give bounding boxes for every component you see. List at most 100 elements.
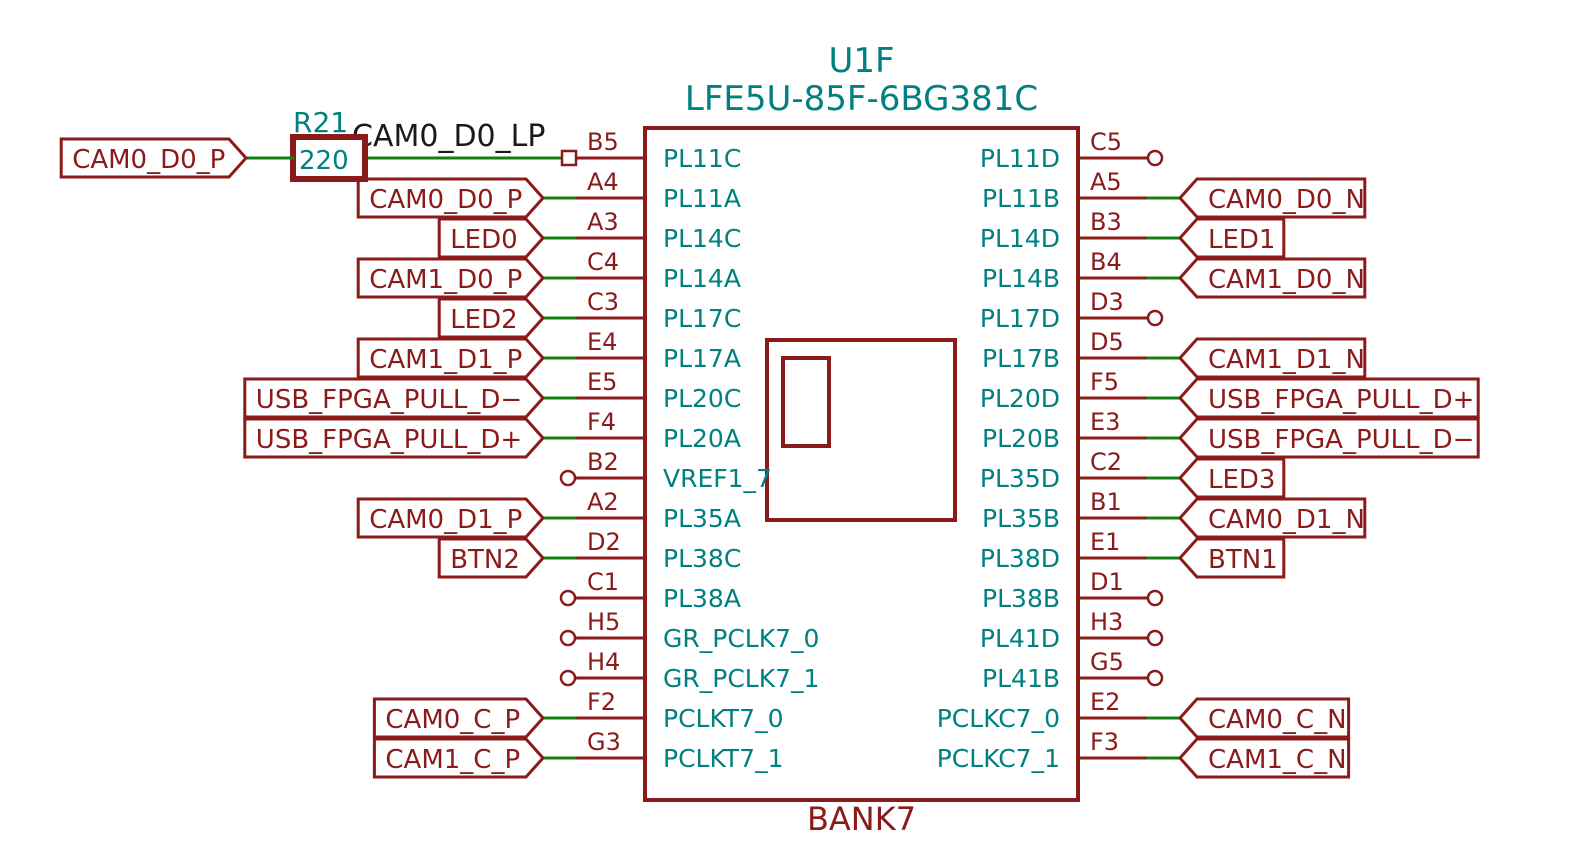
net-label-right-C2-text[interactable]: LED3 bbox=[1208, 465, 1275, 495]
pin-number-B2[interactable]: B2 bbox=[587, 448, 619, 476]
no-connect-H4[interactable] bbox=[559, 669, 577, 687]
pin-name-PL11C[interactable]: PL11C bbox=[663, 144, 741, 173]
pin-name-PL17A[interactable]: PL17A bbox=[663, 344, 741, 373]
net-label-left-C3[interactable] bbox=[437, 297, 546, 339]
pin-number-D2[interactable]: D2 bbox=[587, 528, 621, 556]
net-label-right-E2[interactable] bbox=[1177, 697, 1351, 739]
pin-name-PL41B[interactable]: PL41B bbox=[982, 664, 1060, 693]
net-label-left-A3-text[interactable]: LED0 bbox=[450, 225, 517, 255]
net-label-right-E1[interactable] bbox=[1177, 537, 1286, 579]
pin-number-B1[interactable]: B1 bbox=[1090, 488, 1122, 516]
net-label-left-F4-text[interactable]: USB_FPGA_PULL_D+ bbox=[256, 425, 522, 455]
pin-name-PL17C[interactable]: PL17C bbox=[663, 304, 741, 333]
chip-inner-outline[interactable] bbox=[765, 338, 957, 522]
pin-number-C3[interactable]: C3 bbox=[587, 288, 619, 316]
no-connect-G5[interactable] bbox=[1146, 669, 1164, 687]
resistor-r21-value[interactable]: 220 bbox=[299, 146, 349, 176]
net-label-left-E5[interactable] bbox=[243, 377, 546, 419]
net-label-left-A2-text[interactable]: CAM0_D1_P bbox=[369, 505, 522, 535]
pin-name-PL14C[interactable]: PL14C bbox=[663, 224, 741, 253]
pin-number-A3[interactable]: A3 bbox=[587, 208, 619, 236]
net-label-left-A4-text[interactable]: CAM0_D0_P bbox=[369, 185, 522, 215]
pin-number-H3[interactable]: H3 bbox=[1090, 608, 1123, 636]
net-label-left-F2[interactable] bbox=[372, 697, 546, 739]
pin-number-C1[interactable]: C1 bbox=[587, 568, 619, 596]
net-label-right-F3-text[interactable]: CAM1_C_N bbox=[1208, 745, 1347, 775]
pin-name-PL38A[interactable]: PL38A bbox=[663, 584, 741, 613]
no-connect-C5[interactable] bbox=[1146, 149, 1164, 167]
pin-name-PL17D[interactable]: PL17D bbox=[980, 304, 1060, 333]
net-label-left-D2-text[interactable]: BTN2 bbox=[450, 545, 520, 575]
pin-number-E4[interactable]: E4 bbox=[587, 328, 617, 356]
net-label-left-far-B5[interactable] bbox=[59, 137, 249, 179]
pin-number-G5[interactable]: G5 bbox=[1090, 648, 1124, 676]
net-label-right-A5-text[interactable]: CAM0_D0_N bbox=[1208, 185, 1365, 215]
pin-name-PL11D[interactable]: PL11D bbox=[980, 144, 1060, 173]
pin-name-PL35A[interactable]: PL35A bbox=[663, 504, 741, 533]
net-label-right-B3-text[interactable]: LED1 bbox=[1208, 225, 1275, 255]
pin-name-PL14D[interactable]: PL14D bbox=[980, 224, 1060, 253]
pin-name-PL38D[interactable]: PL38D bbox=[980, 544, 1060, 573]
pin-number-D3[interactable]: D3 bbox=[1090, 288, 1124, 316]
pin-number-F4[interactable]: F4 bbox=[587, 408, 616, 436]
net-label-left-F4[interactable] bbox=[243, 417, 546, 459]
pin-name-PL38B[interactable]: PL38B bbox=[982, 584, 1060, 613]
pin-name-PCLKC7_0[interactable]: PCLKC7_0 bbox=[937, 704, 1060, 733]
pin-name-PL38C[interactable]: PL38C bbox=[663, 544, 741, 573]
net-label-right-B4[interactable] bbox=[1177, 257, 1367, 299]
net-label-left-G3[interactable] bbox=[372, 737, 546, 779]
net-label-right-B1-text[interactable]: CAM0_D1_N bbox=[1208, 505, 1365, 535]
net-label-right-E3-text[interactable]: USB_FPGA_PULL_D− bbox=[1208, 425, 1474, 455]
net-label-left-F2-text[interactable]: CAM0_C_P bbox=[385, 705, 520, 735]
net-label-left-C3-text[interactable]: LED2 bbox=[450, 305, 517, 335]
no-connect-B2[interactable] bbox=[559, 469, 577, 487]
chip-body[interactable] bbox=[643, 126, 1080, 802]
pin-name-PL14A[interactable]: PL14A bbox=[663, 264, 741, 293]
net-label-left-A2[interactable] bbox=[356, 497, 546, 539]
pin-name-PL35B[interactable]: PL35B bbox=[982, 504, 1060, 533]
net-label-right-B3[interactable] bbox=[1177, 217, 1286, 259]
resistor-r21-reference[interactable]: R21 bbox=[293, 106, 348, 139]
net-text-cam0-d0-lp[interactable]: CAM0_D0_LP bbox=[352, 119, 545, 154]
net-label-right-F5-text[interactable]: USB_FPGA_PULL_D+ bbox=[1208, 385, 1474, 415]
pin-number-C2[interactable]: C2 bbox=[1090, 448, 1122, 476]
pin-number-A5[interactable]: A5 bbox=[1090, 168, 1122, 196]
no-connect-C1[interactable] bbox=[559, 589, 577, 607]
net-label-left-C4[interactable] bbox=[356, 257, 546, 299]
net-label-left-A4[interactable] bbox=[356, 177, 546, 219]
pin-name-PL20B[interactable]: PL20B bbox=[982, 424, 1060, 453]
pin-number-E3[interactable]: E3 bbox=[1090, 408, 1120, 436]
net-label-left-far-B5-text[interactable]: CAM0_D0_P bbox=[72, 145, 225, 175]
pin-number-F5[interactable]: F5 bbox=[1090, 368, 1119, 396]
net-label-left-C4-text[interactable]: CAM1_D0_P bbox=[369, 265, 522, 295]
pin-name-PL20C[interactable]: PL20C bbox=[663, 384, 741, 413]
pin-name-PL17B[interactable]: PL17B bbox=[982, 344, 1060, 373]
pin-name-PCLKC7_1[interactable]: PCLKC7_1 bbox=[937, 744, 1060, 773]
pin-number-H4[interactable]: H4 bbox=[587, 648, 620, 676]
pin-name-GR_PCLK7_1[interactable]: GR_PCLK7_1 bbox=[663, 664, 819, 693]
chip-part-number[interactable]: LFE5U-85F-6BG381C bbox=[685, 79, 1038, 119]
pin-number-D5[interactable]: D5 bbox=[1090, 328, 1124, 356]
net-label-right-E1-text[interactable]: BTN1 bbox=[1208, 545, 1278, 575]
net-label-left-E4[interactable] bbox=[356, 337, 546, 379]
net-label-left-E5-text[interactable]: USB_FPGA_PULL_D− bbox=[256, 385, 522, 415]
wire-junction-b5[interactable] bbox=[560, 149, 578, 167]
no-connect-H3[interactable] bbox=[1146, 629, 1164, 647]
net-label-right-B1[interactable] bbox=[1177, 497, 1367, 539]
pin-number-E2[interactable]: E2 bbox=[1090, 688, 1120, 716]
pin-name-PL41D[interactable]: PL41D bbox=[980, 624, 1060, 653]
net-label-left-E4-text[interactable]: CAM1_D1_P bbox=[369, 345, 522, 375]
pin-number-A2[interactable]: A2 bbox=[587, 488, 619, 516]
pin-name-PL11B[interactable]: PL11B bbox=[982, 184, 1060, 213]
pin-name-PCLKT7_1[interactable]: PCLKT7_1 bbox=[663, 744, 784, 773]
pin-number-F3[interactable]: F3 bbox=[1090, 728, 1119, 756]
net-label-right-E3[interactable] bbox=[1177, 417, 1480, 459]
chip-inner-block[interactable] bbox=[781, 356, 831, 448]
pin-name-VREF1_7[interactable]: VREF1_7 bbox=[663, 464, 772, 493]
pin-number-B4[interactable]: B4 bbox=[1090, 248, 1122, 276]
chip-bank-label[interactable]: BANK7 bbox=[807, 800, 916, 838]
pin-name-PL14B[interactable]: PL14B bbox=[982, 264, 1060, 293]
net-label-right-D5-text[interactable]: CAM1_D1_N bbox=[1208, 345, 1365, 375]
pin-name-GR_PCLK7_0[interactable]: GR_PCLK7_0 bbox=[663, 624, 819, 653]
pin-number-B5[interactable]: B5 bbox=[587, 128, 619, 156]
